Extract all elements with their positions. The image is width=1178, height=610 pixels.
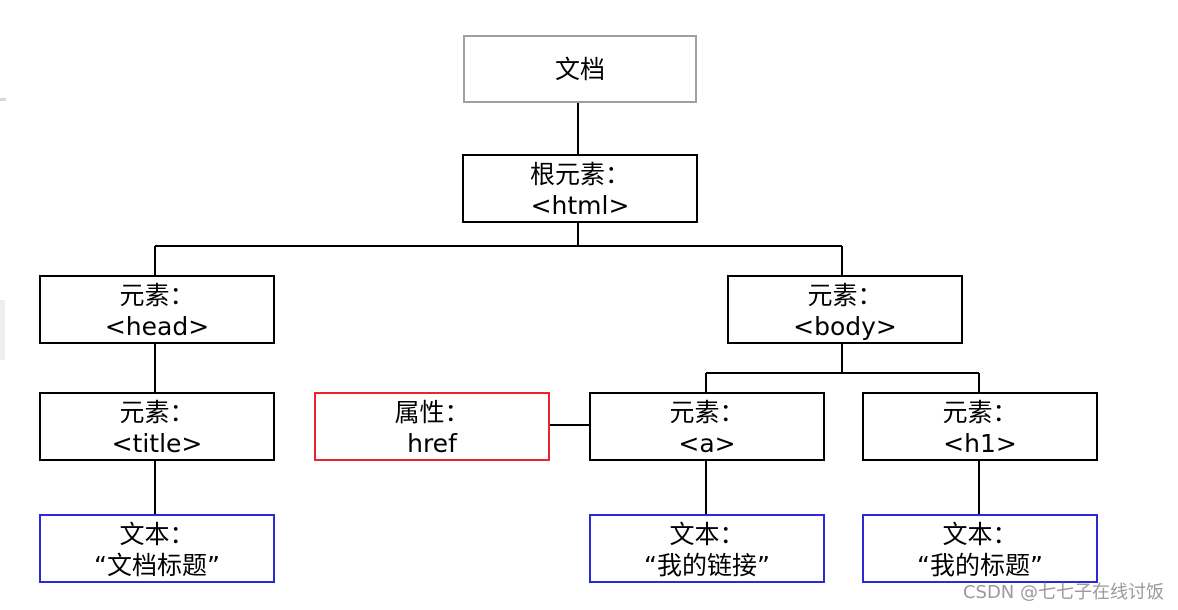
node-text-h1-line2: “我的标题” <box>917 551 1043 580</box>
node-text-h1-line1: 文本： <box>942 520 1017 549</box>
node-h1: 元素： <h1> <box>862 392 1098 461</box>
node-a: 元素： <a> <box>589 392 825 461</box>
node-head-box <box>39 275 275 344</box>
node-href-line2: href <box>407 429 458 458</box>
left-edge-artifact <box>0 98 6 101</box>
node-text-h1-box <box>862 514 1098 583</box>
left-edge-artifact-2 <box>0 300 5 360</box>
node-body-line1: 元素： <box>807 281 882 310</box>
node-text-a-line2: “我的链接” <box>644 551 770 580</box>
node-html-box <box>462 154 698 223</box>
node-html-line1: 根元素： <box>530 160 630 189</box>
node-href-attribute: 属性： href <box>314 392 550 461</box>
node-title-line2: <title> <box>112 429 203 458</box>
node-text-title-line2: “文档标题” <box>94 551 220 580</box>
node-body: 元素： <body> <box>727 275 963 344</box>
node-a-line2: <a> <box>678 429 735 458</box>
node-text-title: 文本： “文档标题” <box>39 514 275 583</box>
node-text-h1: 文本： “我的标题” <box>862 514 1098 583</box>
node-h1-box <box>862 392 1098 461</box>
node-text-a-box <box>589 514 825 583</box>
node-h1-line2: <h1> <box>943 429 1017 458</box>
node-h1-line1: 元素： <box>942 398 1017 427</box>
node-title: 元素： <title> <box>39 392 275 461</box>
node-html-line2: <html> <box>531 191 630 220</box>
csdn-watermark: CSDN @七七子在线讨饭 <box>962 582 1164 603</box>
node-href-line1: 属性： <box>394 398 469 427</box>
node-text-title-box <box>39 514 275 583</box>
node-title-line1: 元素： <box>119 398 194 427</box>
node-body-line2: <body> <box>793 312 897 341</box>
node-head-line2: <head> <box>105 312 209 341</box>
node-text-title-line1: 文本： <box>119 520 194 549</box>
node-head: 元素： <head> <box>39 275 275 344</box>
node-html: 根元素： <html> <box>462 154 698 223</box>
node-href-box <box>314 392 550 461</box>
node-head-line1: 元素： <box>119 281 194 310</box>
node-body-box <box>727 275 963 344</box>
node-text-a-line1: 文本： <box>669 520 744 549</box>
node-a-line1: 元素： <box>669 398 744 427</box>
node-document: 文档 <box>463 35 697 103</box>
node-a-box <box>589 392 825 461</box>
node-document-box <box>463 35 697 103</box>
node-title-box <box>39 392 275 461</box>
node-text-a: 文本： “我的链接” <box>589 514 825 583</box>
node-document-label: 文档 <box>555 55 605 84</box>
